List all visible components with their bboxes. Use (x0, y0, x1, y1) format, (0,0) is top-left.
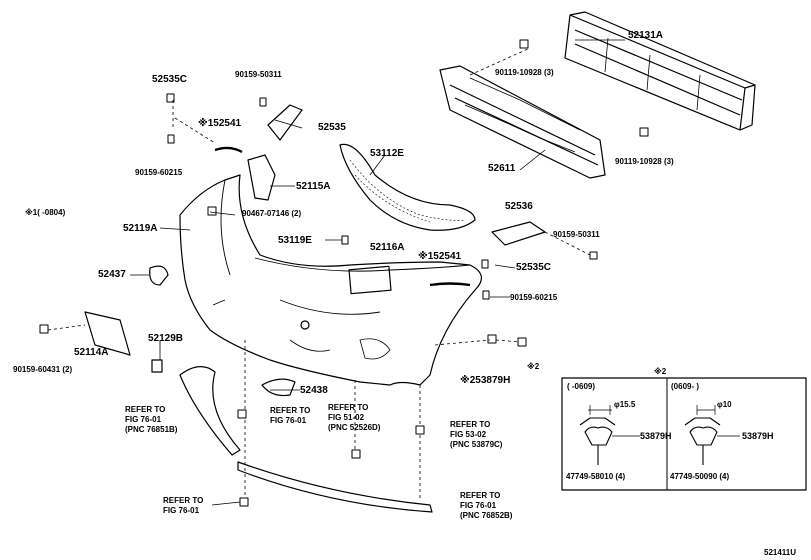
cap-52129B (151, 359, 163, 373)
spacer-52541 (214, 146, 243, 154)
label-note-2: ※2 (527, 362, 540, 371)
cap-52437 (149, 265, 169, 286)
label-90159-50311-right: 90159-50311 (553, 230, 600, 239)
label-90159-60431: 90159-60431 (2) (13, 365, 73, 374)
spacer-52541-mid (429, 282, 471, 287)
lower-strip-bottom (237, 461, 433, 513)
retainer-52535 (267, 104, 303, 141)
label-52535C-top: 52535C (152, 74, 188, 85)
label-52131A: 52131A (628, 30, 664, 41)
license-bracket (84, 311, 131, 356)
note-1-range: ※1( -0804) (25, 208, 66, 217)
inset-right-clip: 47749-50090 (4) (670, 472, 730, 481)
label-52129B: 52129B (148, 333, 184, 344)
label-53112E: 53112E (370, 148, 404, 159)
label-90467: 90467-07146 (2) (242, 209, 302, 218)
reinforcement-part (564, 11, 756, 131)
inset-title: ※2 (654, 367, 667, 376)
clip-drawing-right (684, 405, 740, 465)
inset-left-dim: φ15.5 (614, 400, 636, 409)
label-52541-mid: ※152541 (418, 251, 462, 262)
lower-strip-left (179, 366, 241, 456)
label-53879H: ※253879H (460, 375, 511, 386)
diagram-id: 521411U (764, 548, 797, 557)
absorber-part (439, 65, 606, 179)
label-52115A: 52115A (296, 181, 331, 192)
grille-part (339, 143, 476, 231)
label-52438: 52438 (300, 385, 328, 396)
label-90159-50311-top: 90159-50311 (235, 70, 282, 79)
label-52116A: 52116A (370, 242, 405, 253)
clip-drawing-left (579, 405, 640, 465)
leader-lines (47, 39, 625, 506)
inset-right-part: 53879H (742, 431, 774, 441)
label-52611: 52611 (488, 163, 516, 174)
label-53119E: 53119E (278, 235, 312, 246)
inset-left-range: ( -0609) (567, 382, 596, 391)
inset-right-range: (0609- ) (671, 382, 700, 391)
inset-left-part: 53879H (640, 431, 672, 441)
inset-left-clip: 47749-58010 (4) (566, 472, 626, 481)
label-52119A: 52119A (123, 223, 158, 234)
label-52437: 52437 (98, 269, 126, 280)
retainer-52536 (491, 221, 546, 246)
label-52535: 52535 (318, 122, 346, 133)
label-52535C-mid: 52535C (516, 262, 552, 273)
cover-52438 (261, 378, 296, 397)
label-52114A: 52114A (74, 347, 109, 358)
label-90159-60215-mid: 90159-60215 (510, 293, 558, 302)
bracket-52115A (247, 154, 276, 201)
label-52536: 52536 (505, 201, 533, 212)
inset-right-dim: φ10 (717, 400, 732, 409)
label-90159-60215-top: 90159-60215 (135, 168, 183, 177)
bumper-cover (179, 174, 482, 386)
label-52541-top: ※152541 (198, 118, 242, 129)
label-90119-top: 90119-10928 (3) (495, 68, 554, 77)
label-90119-bot: 90119-10928 (3) (615, 157, 674, 166)
fasteners (39, 39, 649, 507)
